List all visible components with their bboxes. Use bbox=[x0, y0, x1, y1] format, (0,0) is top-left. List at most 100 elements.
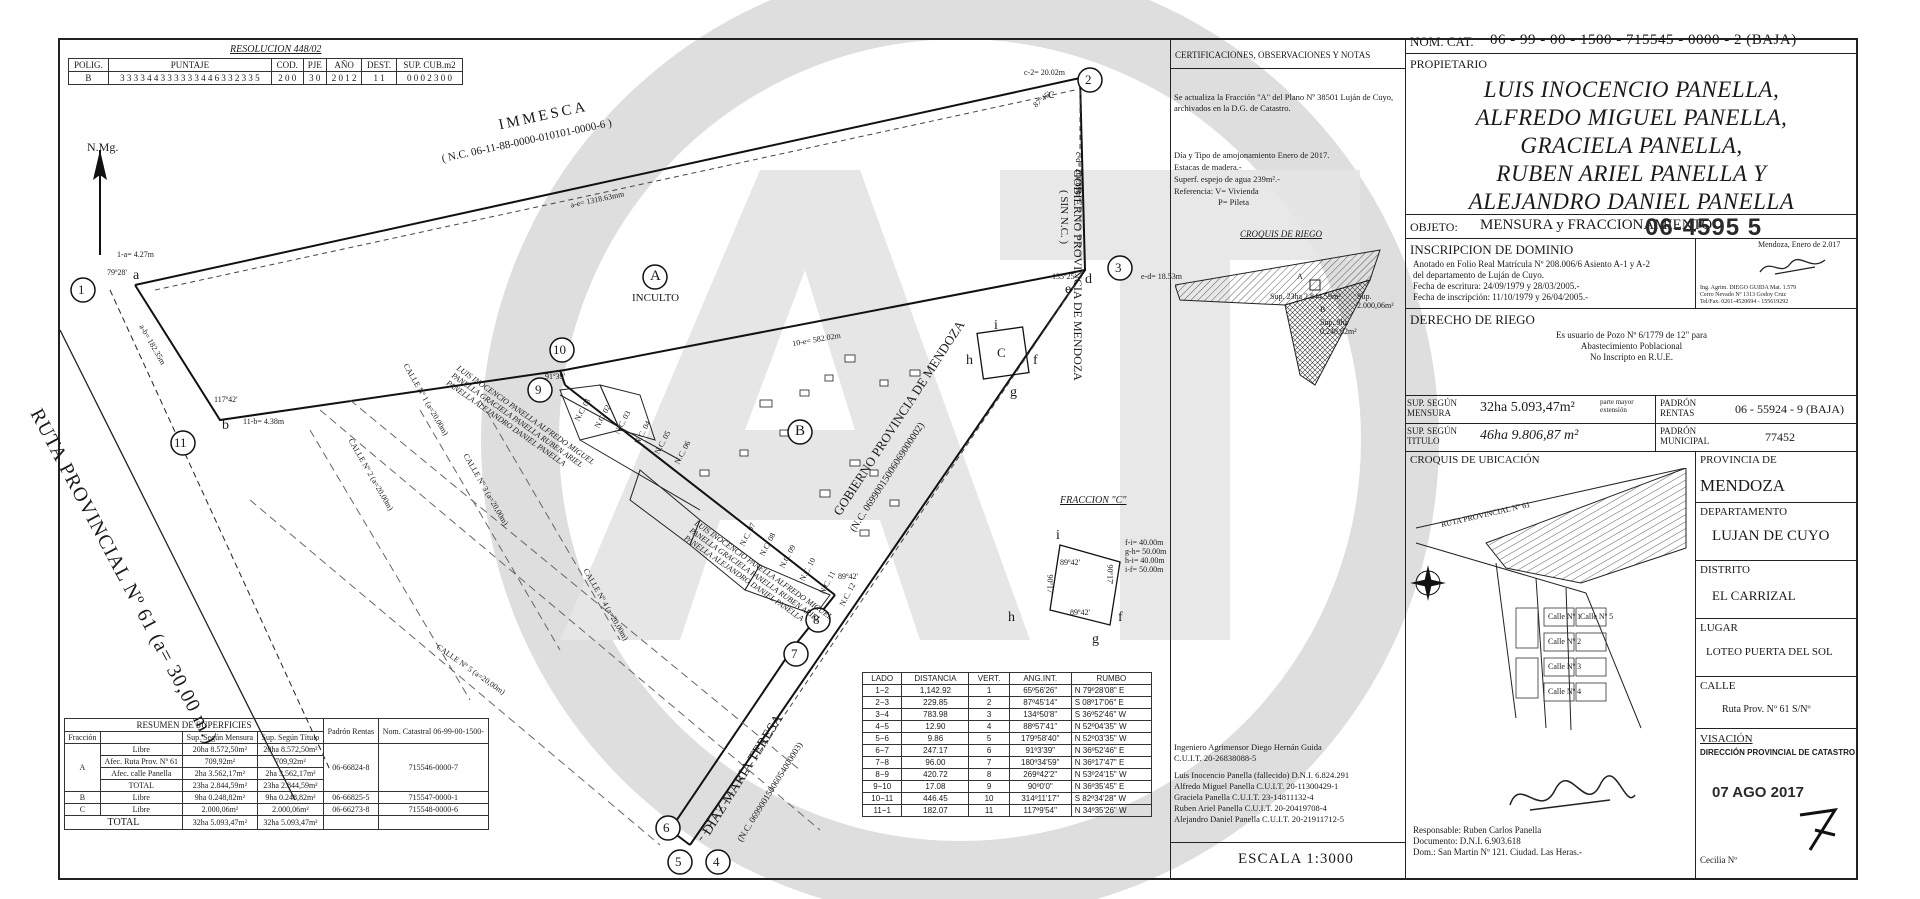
length-c-d: c-d= 200.89m bbox=[1073, 152, 1083, 197]
owner-name: RUBEN ARIEL PANELLA Y bbox=[1496, 161, 1767, 186]
croquis-riego-drawing bbox=[1175, 249, 1381, 386]
angle-a: 79º28' bbox=[107, 268, 127, 277]
lados-cell: 1−2 bbox=[861, 684, 903, 697]
row-divider bbox=[1405, 423, 1858, 424]
lados-cell: 179º58'40" bbox=[1008, 732, 1072, 745]
letter-a: a bbox=[133, 268, 140, 283]
lados-cell: 7−8 bbox=[861, 756, 903, 769]
length-c-2: c-2= 20.02m bbox=[1024, 68, 1065, 77]
vertex-9: 9 bbox=[535, 382, 542, 397]
lugar-value: LOTEO PUERTA DEL SOL bbox=[1706, 646, 1833, 658]
north-arrow-head bbox=[93, 150, 107, 180]
resumen-cell: 23ha 2.844,59m² bbox=[256, 779, 325, 792]
lados-cell: N 36º17'47" E bbox=[1070, 756, 1153, 769]
resumen-total-label: TOTAL bbox=[64, 815, 183, 830]
cecilis-label: Cecilia Nº bbox=[1700, 855, 1738, 865]
resumen-cell: 715548-0000-6 bbox=[377, 803, 490, 816]
lados-cell: 6−7 bbox=[861, 744, 903, 757]
vertex-5: 5 bbox=[675, 854, 682, 869]
ingeniero: Ingeniero Agrimensor Diego Hernán Guida bbox=[1174, 742, 1322, 752]
inscripcion-line: del departamento de Luján de Cuyo. bbox=[1413, 270, 1544, 280]
escala-divider bbox=[1170, 842, 1405, 843]
lados-cell: S 08º17'06" E bbox=[1070, 696, 1153, 709]
resumen-cell: A bbox=[64, 743, 101, 792]
resumen-cell: Afec. calle Panella bbox=[99, 767, 183, 780]
riego-c-sup: Sup. 2.000,06m² bbox=[1357, 292, 1394, 310]
certs-note-2: Día y Tipo de amojonamiento Enero de 201… bbox=[1174, 150, 1330, 160]
sheet-border bbox=[58, 38, 1858, 880]
lados-cell: N 53º24'15" W bbox=[1070, 768, 1153, 781]
detail-letter-f: f bbox=[1118, 610, 1123, 625]
lados-cell: 9−10 bbox=[861, 780, 903, 793]
resumen-total-titulo: 32ha 5.093,47m² bbox=[256, 815, 325, 830]
plan-drawing bbox=[59, 67, 1133, 875]
lados-cell: 420.72 bbox=[901, 768, 970, 781]
vertex-1: 1 bbox=[78, 282, 85, 297]
lados-cell: 90º0'0" bbox=[1008, 780, 1072, 793]
angle-d: 135º25' bbox=[1052, 272, 1076, 281]
resumen-header: Padrón Rentas bbox=[323, 718, 379, 744]
sup-titulo-label: SUP. SEGÚN TITULO bbox=[1407, 426, 1458, 446]
derecho-line: No Inscripto en R.U.E. bbox=[1590, 352, 1673, 362]
lados-cell: 10 bbox=[968, 792, 1010, 805]
riego-b-sup: Sup. 9ha 0.248,82m² bbox=[1320, 318, 1357, 336]
lados-cell: N 52º04'35" W bbox=[1070, 720, 1153, 733]
boundary-7-6 bbox=[669, 644, 796, 831]
vertex-2: 2 bbox=[1085, 72, 1092, 87]
inscripcion-line: Fecha de escritura: 24/09/1979 y 28/03/2… bbox=[1413, 281, 1580, 291]
sup-mensura-note: parte mayor extensión bbox=[1600, 398, 1634, 414]
fraccion-c-hi: h-i= 40.00m bbox=[1125, 556, 1165, 565]
ubicacion-street: Calle Nº 5 bbox=[1580, 612, 1614, 621]
resumen-cell: 06-66825-5 bbox=[323, 791, 379, 804]
lados-header: LADO bbox=[861, 672, 903, 685]
fraccion-c-if: i-f= 50.00m bbox=[1125, 565, 1164, 574]
derecho-text: Es usuario de Pozo Nº 6/1779 de 12" para… bbox=[1405, 330, 1858, 363]
owner-name: LUIS INOCENCIO PANELLA, bbox=[1483, 77, 1780, 102]
lados-cell: S 82º34'28" W bbox=[1070, 792, 1153, 805]
lados-header: ANG.INT. bbox=[1008, 672, 1072, 685]
letter-h: h bbox=[966, 353, 973, 368]
lugar-label: LUGAR bbox=[1700, 622, 1738, 634]
certs-note-3: Estacas de madera.- bbox=[1174, 162, 1242, 172]
lados-header: VERT. bbox=[968, 672, 1010, 685]
fraction-c-square bbox=[976, 326, 1030, 380]
resumen-cell: 709,92m² bbox=[181, 755, 258, 768]
fraccion-c-gh: g-h= 50.00m bbox=[1125, 547, 1167, 556]
street-line bbox=[419, 409, 561, 651]
calle-label-right: CALLE bbox=[1700, 680, 1736, 692]
letter-g: g bbox=[1010, 385, 1017, 400]
resumen-cell: Libre bbox=[99, 791, 183, 804]
row-divider bbox=[1405, 395, 1858, 396]
lados-cell: 269º42'2" bbox=[1008, 768, 1072, 781]
detail-letter-h: h bbox=[1008, 610, 1015, 625]
lados-cell: 783.98 bbox=[901, 708, 970, 721]
row-divider bbox=[1695, 560, 1858, 561]
vertex-11: 11 bbox=[174, 435, 187, 450]
lados-cell: 9 bbox=[968, 780, 1010, 793]
letter-d: d bbox=[1085, 272, 1092, 287]
certs-note-6: P= Pileta bbox=[1218, 197, 1250, 207]
lados-header: DISTANCIA bbox=[901, 672, 970, 685]
length-11-b: 11-b= 4.38m bbox=[243, 417, 285, 426]
resumen-table: RESUMEN DE SUPERFICIES Padrón Rentas Nom… bbox=[63, 718, 490, 830]
lados-cell: 446.45 bbox=[901, 792, 970, 805]
agrimensor-signature bbox=[1759, 258, 1826, 275]
angle-10: 91º39' bbox=[545, 372, 565, 381]
row-divider bbox=[1405, 214, 1858, 215]
puntaje-cell: 3 0 bbox=[302, 71, 327, 85]
lados-cell: 11−1 bbox=[861, 804, 903, 817]
boundary-9-8 bbox=[564, 384, 836, 596]
resumen-cell: 9ha 0.248,82m² bbox=[181, 791, 258, 804]
resumen-cell: 06-66273-8 bbox=[323, 803, 379, 816]
fraccion-c-ang-f: 90º17' bbox=[1105, 564, 1115, 585]
resumen-cell: 2ha 3.562,17m² bbox=[256, 767, 325, 780]
lados-cell: N 79º28'08" E bbox=[1070, 684, 1153, 697]
lados-cell: N 36º35'45" E bbox=[1070, 780, 1153, 793]
lados-cell: 4 bbox=[968, 720, 1010, 733]
